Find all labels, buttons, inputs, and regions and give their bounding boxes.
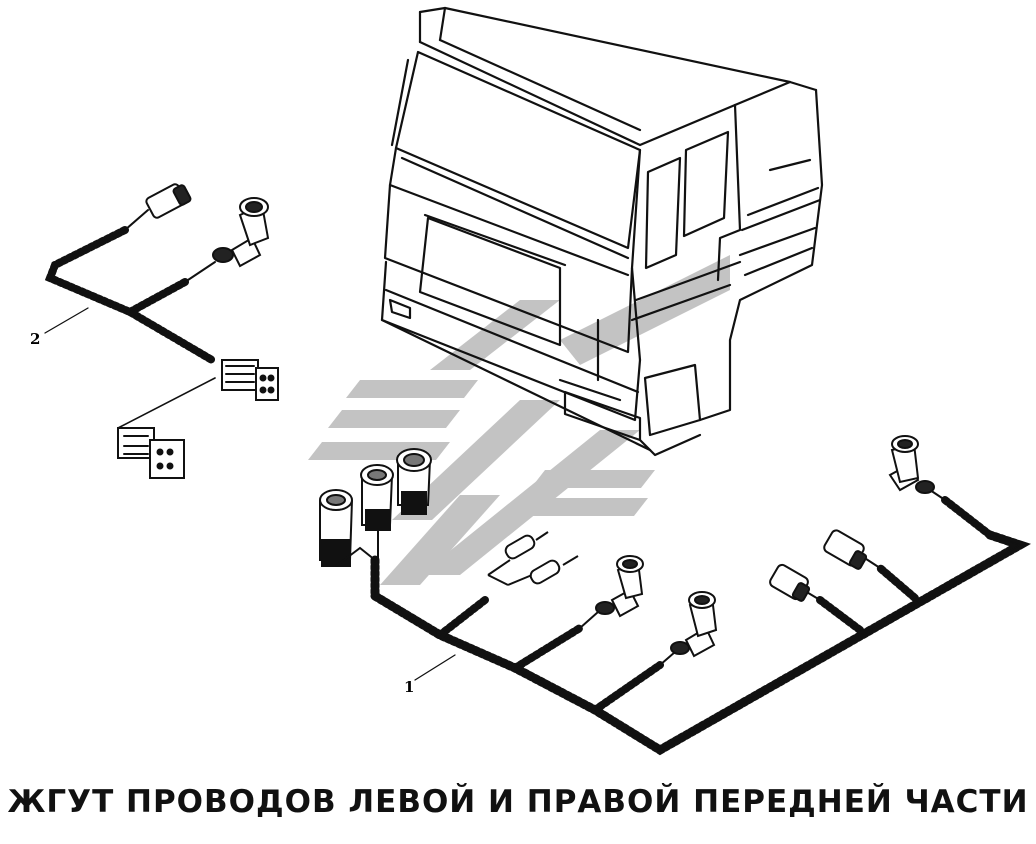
elbow-connector-1b — [659, 591, 718, 666]
elbow-connector-1a — [579, 555, 644, 629]
harness-2-trunk — [44, 226, 216, 364]
callout-label-1: 1 — [404, 678, 414, 696]
inline-connectors — [487, 531, 579, 586]
round-connectors-cluster — [319, 448, 432, 567]
connector-2a — [124, 183, 192, 231]
company-logo-watermark — [308, 255, 730, 585]
harness-2 — [44, 183, 279, 479]
diagram-caption: ЖГУТ ПРОВОДОВ ЛЕВОЙ И ПРАВОЙ ПЕРЕДНЕЙ ЧА… — [7, 784, 1029, 820]
round-connector-c — [396, 448, 432, 515]
connector-2b — [184, 197, 270, 283]
truck-cab-drawing — [380, 6, 824, 457]
round-connector-a — [319, 489, 353, 567]
connector-2c — [221, 359, 279, 401]
sensor-connector-1d — [769, 563, 821, 602]
harness-1 — [370, 496, 1031, 756]
connector-2d — [117, 427, 185, 479]
sensor-connector-1e — [823, 529, 881, 570]
elbow-connector-1c — [888, 435, 946, 501]
callout-label-2: 2 — [30, 330, 40, 348]
round-connector-b — [360, 464, 394, 531]
